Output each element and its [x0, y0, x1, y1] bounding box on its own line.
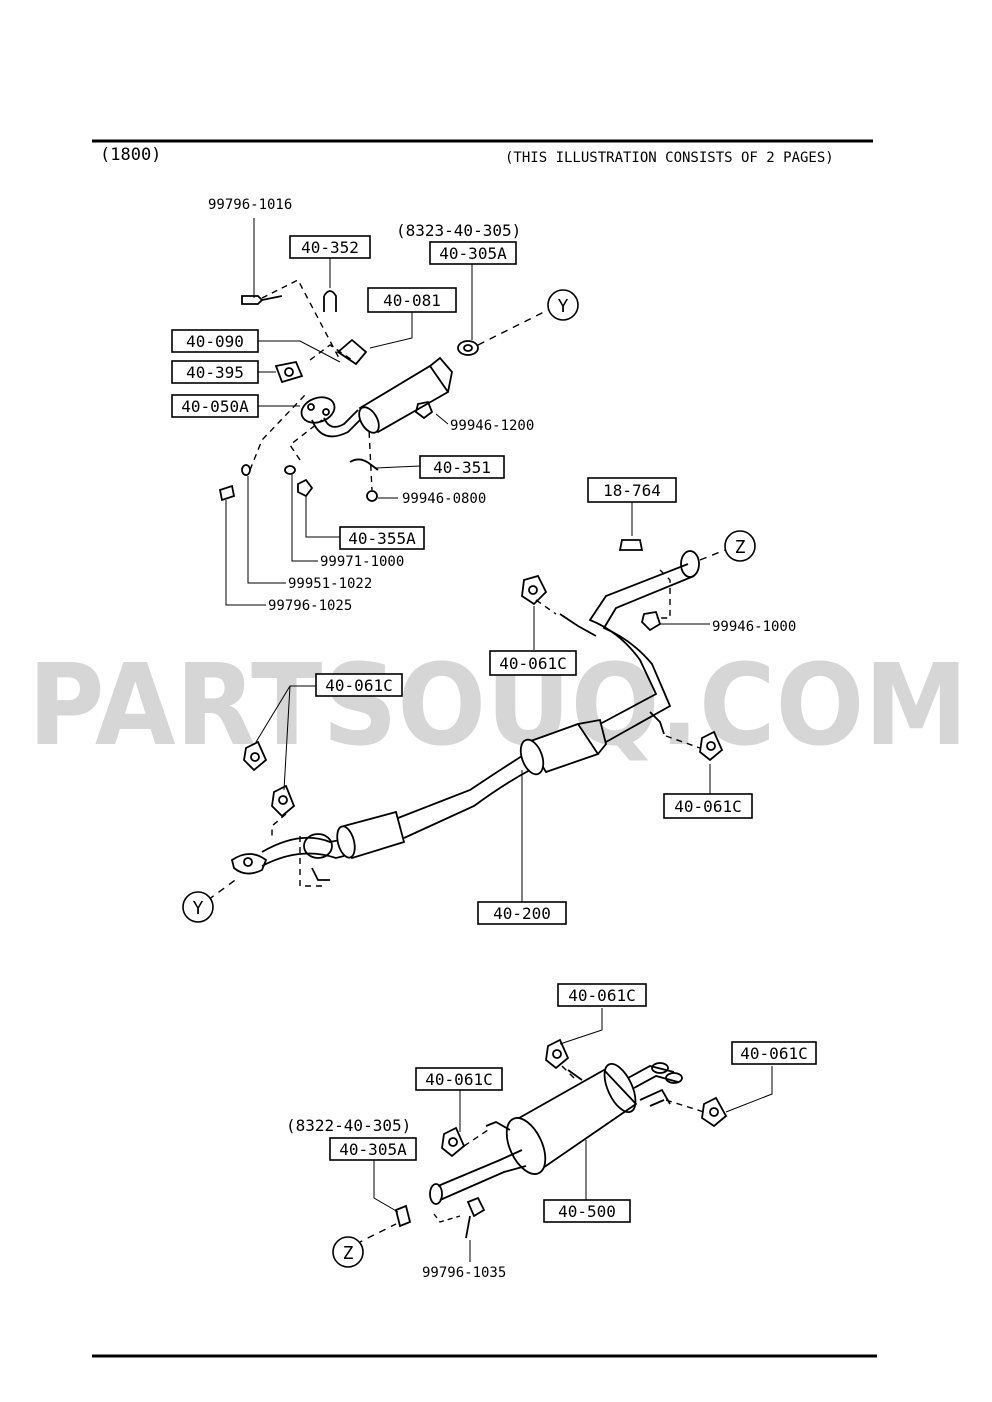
- svg-text:40-090: 40-090: [186, 332, 244, 351]
- svg-text:40-352: 40-352: [301, 238, 359, 257]
- part-number-99946-1000: 99946-1000: [712, 619, 796, 635]
- part-label-40-305a-top: 40-305A: [429, 241, 517, 265]
- svg-text:40-355A: 40-355A: [348, 529, 416, 548]
- part-label-40-200: 40-200: [477, 901, 567, 925]
- part-label-40-061c-b: 40-061C: [315, 673, 403, 697]
- part-number-99796-1016: 99796-1016: [208, 197, 292, 213]
- svg-text:40-081: 40-081: [383, 291, 441, 310]
- svg-text:40-061C: 40-061C: [325, 676, 392, 695]
- part-label-40-061c-a: 40-061C: [489, 650, 577, 676]
- svg-text:40-061C: 40-061C: [568, 986, 635, 1005]
- part-number-99946-1200: 99946-1200: [450, 418, 534, 434]
- front-pipe-assembly: [218, 218, 549, 606]
- svg-text:40-305A: 40-305A: [439, 244, 507, 263]
- callout-y-bottom-label: Y: [193, 898, 204, 919]
- part-label-40-351: 40-351: [419, 455, 505, 479]
- part-label-40-050a: 40-050A: [171, 394, 259, 418]
- callout-y-top-label: Y: [558, 296, 569, 317]
- svg-text:40-500: 40-500: [558, 1202, 616, 1221]
- svg-text:40-061C: 40-061C: [740, 1044, 807, 1063]
- callout-z-bottom: Z: [332, 1236, 364, 1268]
- part-number-99946-0800: 99946-0800: [402, 491, 486, 507]
- part-number-99796-1035: 99796-1035: [422, 1265, 506, 1281]
- svg-text:18-764: 18-764: [603, 481, 661, 500]
- part-label-40-355a: 40-355A: [339, 526, 425, 550]
- ref-8323-40-305: (8323-40-305): [396, 221, 521, 240]
- svg-text:40-061C: 40-061C: [425, 1070, 492, 1089]
- part-number-99971-1000: 99971-1000: [320, 554, 404, 570]
- part-label-18-764: 18-764: [587, 477, 677, 503]
- part-label-40-500: 40-500: [543, 1199, 631, 1223]
- part-label-40-061c-c: 40-061C: [663, 793, 753, 819]
- callout-z-bottom-label: Z: [343, 1243, 354, 1264]
- part-label-40-395: 40-395: [171, 360, 259, 384]
- callout-y-top: Y: [547, 289, 579, 321]
- part-number-99951-1022: 99951-1022: [288, 576, 372, 592]
- part-label-40-061c-f: 40-061C: [415, 1067, 503, 1091]
- callout-y-bottom: Y: [182, 891, 214, 923]
- part-label-40-305a-bottom: 40-305A: [329, 1137, 417, 1161]
- part-label-40-090: 40-090: [171, 329, 259, 353]
- rear-muffler-assembly: [355, 1008, 773, 1262]
- svg-text:40-061C: 40-061C: [674, 797, 741, 816]
- svg-text:40-061C: 40-061C: [499, 654, 566, 673]
- svg-text:40-305A: 40-305A: [339, 1140, 407, 1159]
- ref-8322-40-305: (8322-40-305): [286, 1116, 411, 1135]
- svg-text:40-050A: 40-050A: [181, 397, 249, 416]
- svg-text:40-395: 40-395: [186, 363, 244, 382]
- part-label-40-061c-e: 40-061C: [731, 1041, 817, 1065]
- page-note: (THIS ILLUSTRATION CONSISTS OF 2 PAGES): [505, 150, 834, 166]
- part-number-99796-1025: 99796-1025: [268, 598, 352, 614]
- part-label-40-352: 40-352: [289, 235, 371, 259]
- callout-z-top: Z: [724, 530, 756, 562]
- callout-z-top-label: Z: [735, 537, 746, 558]
- svg-text:40-351: 40-351: [433, 458, 491, 477]
- part-label-40-061c-d: 40-061C: [557, 983, 647, 1007]
- part-label-40-081: 40-081: [367, 287, 457, 313]
- page-code: (1800): [100, 145, 161, 165]
- svg-text:40-200: 40-200: [493, 904, 551, 923]
